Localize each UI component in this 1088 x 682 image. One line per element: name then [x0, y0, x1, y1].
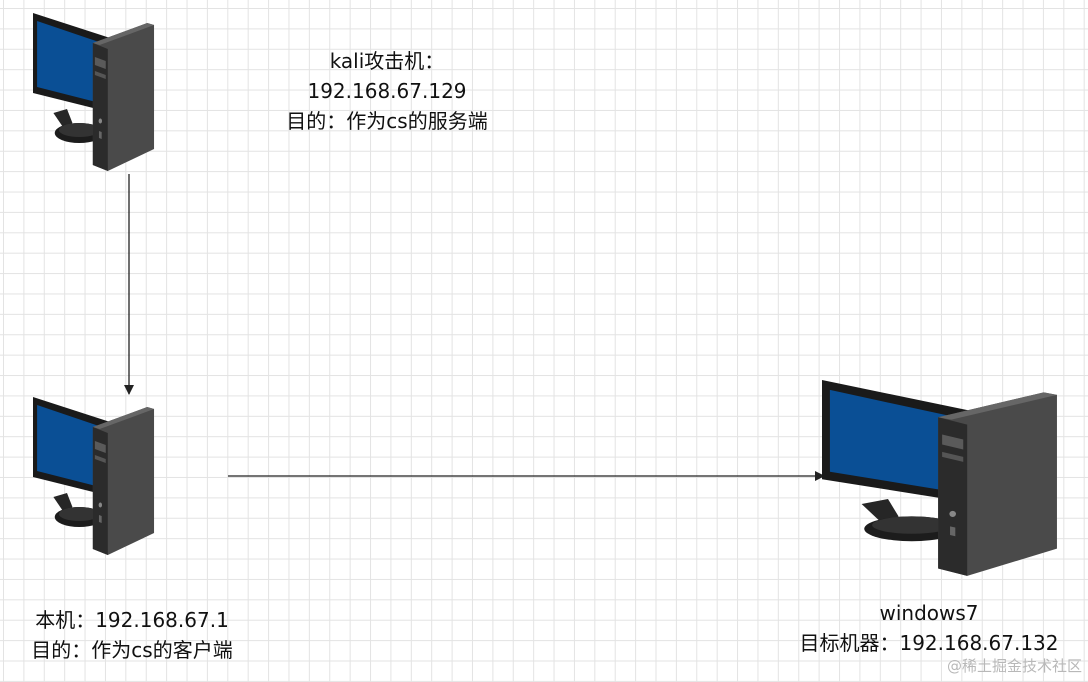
node-local-computer[interactable]: [33, 397, 155, 555]
watermark: @稀土掘金技术社区: [946, 657, 1082, 675]
desktop-computer-icon: [33, 397, 155, 555]
node-kali-computer[interactable]: [33, 13, 155, 171]
node-windows7-computer[interactable]: [822, 380, 1057, 576]
desktop-computer-icon: [33, 13, 155, 171]
local-ip-label: 本机：192.168.67.1: [35, 608, 229, 632]
local-purpose-label: 目的：作为cs的客户端: [31, 638, 233, 662]
kali-node-label: kali攻击机： 192.168.67.129 目的：作为cs的服务端: [232, 46, 542, 136]
kali-label-line: kali攻击机：: [329, 49, 445, 73]
kali-purpose-label: 目的：作为cs的服务端: [286, 109, 488, 133]
windows7-node-label: windows7 目标机器：192.168.67.132: [780, 598, 1078, 658]
local-node-label: 本机：192.168.67.1 目的：作为cs的客户端: [6, 605, 258, 665]
desktop-computer-icon: [822, 380, 1057, 576]
windows7-ip-label: 目标机器：192.168.67.132: [799, 631, 1059, 655]
kali-ip-label: 192.168.67.129: [307, 79, 467, 103]
windows7-name-label: windows7: [879, 601, 979, 625]
